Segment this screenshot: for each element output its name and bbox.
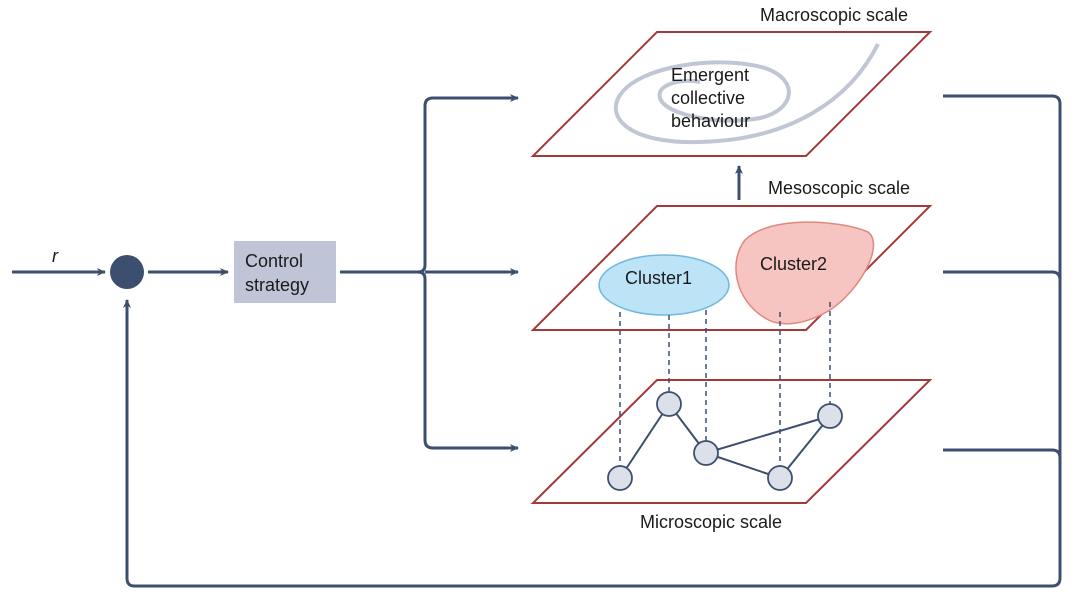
mesoscopic-plane — [530, 205, 933, 331]
microscopic-plane — [530, 379, 933, 504]
macro-content-line-3: behaviour — [671, 111, 750, 131]
cluster2-label: Cluster2 — [760, 254, 827, 274]
node-5 — [817, 403, 843, 429]
control-strategy-box — [234, 241, 336, 303]
control-strategy-label-2: strategy — [245, 275, 309, 295]
cluster1-label: Cluster1 — [625, 268, 692, 288]
network-nodes — [607, 391, 843, 491]
cluster2-region — [735, 221, 875, 325]
emergent-spiral — [613, 43, 880, 145]
node-2 — [656, 391, 682, 417]
summing-junction — [110, 255, 144, 289]
node-1 — [607, 465, 633, 491]
input-label: r — [52, 246, 59, 266]
control-strategy-label-1: Control — [245, 251, 303, 271]
projection-lines — [619, 302, 831, 466]
node-3 — [693, 440, 719, 466]
macroscopic-scale-title: Macroscopic scale — [760, 5, 908, 25]
macroscopic-plane — [530, 31, 933, 157]
mesoscopic-scale-title: Mesoscopic scale — [768, 178, 910, 198]
cluster1-region — [598, 254, 730, 316]
macro-content-line-1: Emergent — [671, 65, 749, 85]
branch-bracket — [340, 94, 519, 452]
node-4 — [767, 465, 793, 491]
feedback-loop — [123, 94, 1062, 588]
microscopic-scale-title: Microscopic scale — [640, 512, 782, 532]
macro-content-line-2: collective — [671, 88, 745, 108]
